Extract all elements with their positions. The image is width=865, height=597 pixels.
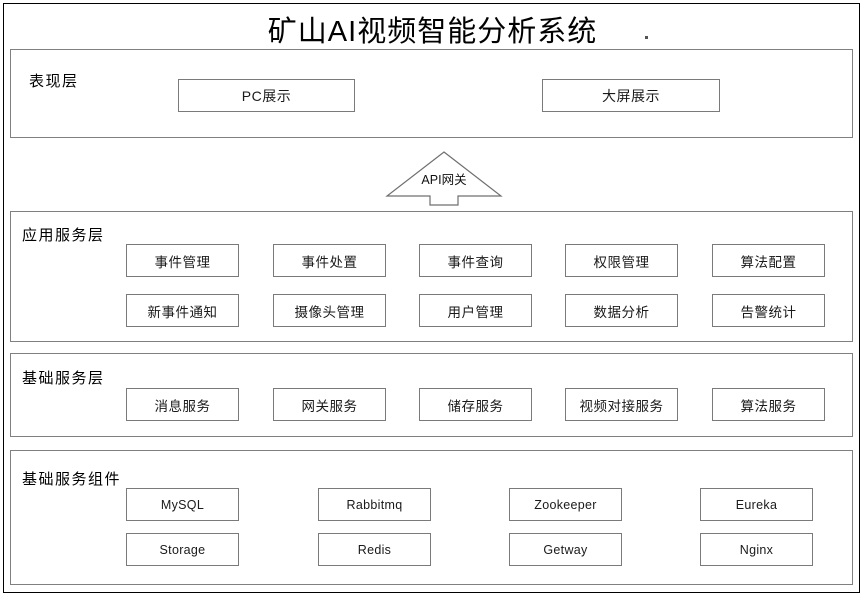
node-algorithm-service[interactable]: 算法服务 [712,388,825,421]
node-message-service[interactable]: 消息服务 [126,388,239,421]
node-zookeeper[interactable]: Zookeeper [509,488,622,521]
node-redis[interactable]: Redis [318,533,431,566]
node-data-analysis[interactable]: 数据分析 [565,294,678,327]
node-event-query[interactable]: 事件查询 [419,244,532,277]
diagram-outer-frame [3,3,860,593]
layer-basic-service-label: 基础服务层 [22,370,105,387]
node-getway[interactable]: Getway [509,533,622,566]
node-algorithm-configuration[interactable]: 算法配置 [712,244,825,277]
layer-basic-components-label: 基础服务组件 [22,471,122,488]
node-eureka[interactable]: Eureka [700,488,813,521]
node-alarm-statistics[interactable]: 告警统计 [712,294,825,327]
layer-presentation [10,49,853,138]
api-gateway-arrow-icon [384,150,504,206]
node-user-management[interactable]: 用户管理 [419,294,532,327]
page-title: 矿山AI视频智能分析系统 [267,16,598,48]
node-pc-display[interactable]: PC展示 [178,79,355,112]
node-event-handling[interactable]: 事件处置 [273,244,386,277]
layer-application-service-label: 应用服务层 [22,227,105,244]
node-mysql[interactable]: MySQL [126,488,239,521]
node-rabbitmq[interactable]: Rabbitmq [318,488,431,521]
node-new-event-notification[interactable]: 新事件通知 [126,294,239,327]
layer-presentation-label: 表现层 [29,73,79,90]
node-camera-management[interactable]: 摄像头管理 [273,294,386,327]
node-video-integration-service[interactable]: 视频对接服务 [565,388,678,421]
node-large-screen-display[interactable]: 大屏展示 [542,79,720,112]
node-event-management[interactable]: 事件管理 [126,244,239,277]
node-storage-service[interactable]: 储存服务 [419,388,532,421]
node-storage[interactable]: Storage [126,533,239,566]
api-gateway-label: API网关 [421,173,467,187]
title-decoration-dot [645,36,648,39]
node-nginx[interactable]: Nginx [700,533,813,566]
node-gateway-service[interactable]: 网关服务 [273,388,386,421]
node-permission-management[interactable]: 权限管理 [565,244,678,277]
